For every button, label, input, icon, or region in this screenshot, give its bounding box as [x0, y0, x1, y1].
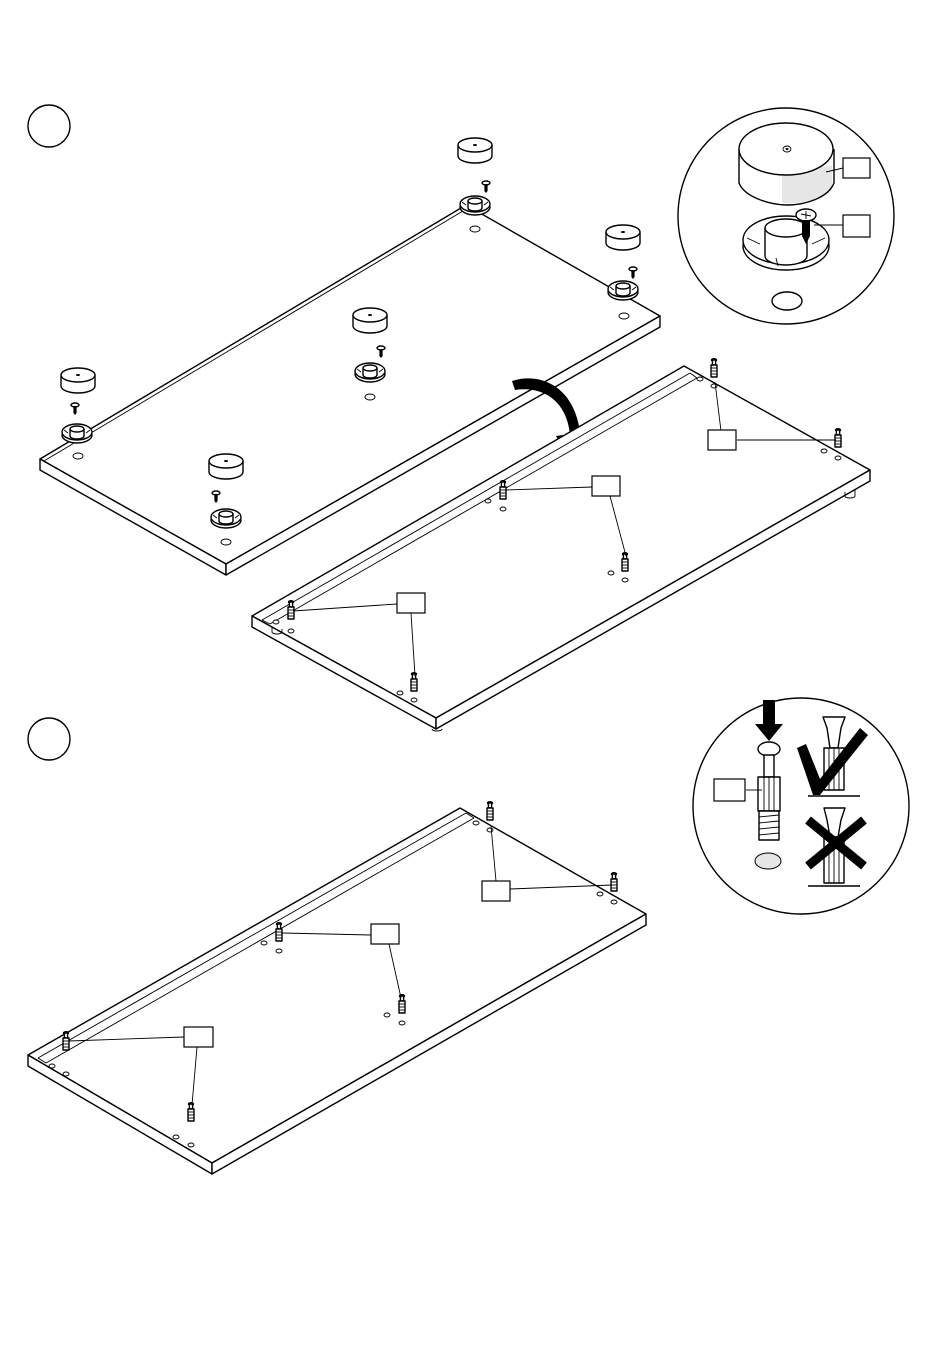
- foot-glide-base-icon: [62, 424, 92, 443]
- screw-icon: [482, 181, 490, 193]
- foot-glide-icon: [209, 454, 243, 479]
- detail-dowel-insertion: [693, 698, 909, 914]
- callout-box: [482, 881, 510, 901]
- dowel-icon: [188, 1103, 194, 1121]
- dowel-icon: [63, 1032, 69, 1050]
- dowel-icon: [487, 802, 493, 820]
- callout-box: [184, 1027, 213, 1047]
- step-2-marker: [28, 718, 70, 760]
- dowel-icon: [500, 481, 506, 499]
- foot-glide-icon: [61, 368, 95, 393]
- dowel-icon: [611, 873, 617, 891]
- detail-foot-glide: [678, 108, 894, 324]
- dowel-icon: [622, 553, 628, 571]
- correct-method: [797, 717, 868, 796]
- step-1-marker: [28, 105, 70, 147]
- foot-glide-base-icon: [355, 363, 385, 382]
- foot-glide-base-icon: [608, 281, 638, 300]
- callout-box: [843, 215, 870, 237]
- foot-glide-icon: [458, 138, 492, 163]
- step-circle-icon: [28, 105, 70, 147]
- panel-c: [28, 802, 646, 1174]
- dowel-icon: [276, 923, 282, 941]
- dowel-icon: [835, 429, 841, 447]
- callout-box: [843, 158, 870, 178]
- screw-icon: [71, 403, 79, 415]
- callout-box: [592, 476, 620, 496]
- foot-glide-base-icon: [460, 196, 490, 215]
- dowel-icon: [288, 601, 294, 619]
- foot-glide-icon: [606, 225, 640, 250]
- dowel-icon: [399, 995, 405, 1013]
- callout-box: [397, 593, 425, 613]
- foot-glide-icon: [353, 308, 387, 333]
- callout-box: [371, 924, 399, 944]
- foot-glide-base-icon: [211, 509, 241, 528]
- wrong-method: [808, 808, 864, 886]
- dowel-icon: [411, 673, 417, 691]
- step-circle-icon: [28, 718, 70, 760]
- callout-box: [714, 779, 745, 801]
- callout-box: [708, 430, 736, 450]
- screw-icon: [629, 267, 637, 279]
- dowel-icon: [711, 359, 717, 377]
